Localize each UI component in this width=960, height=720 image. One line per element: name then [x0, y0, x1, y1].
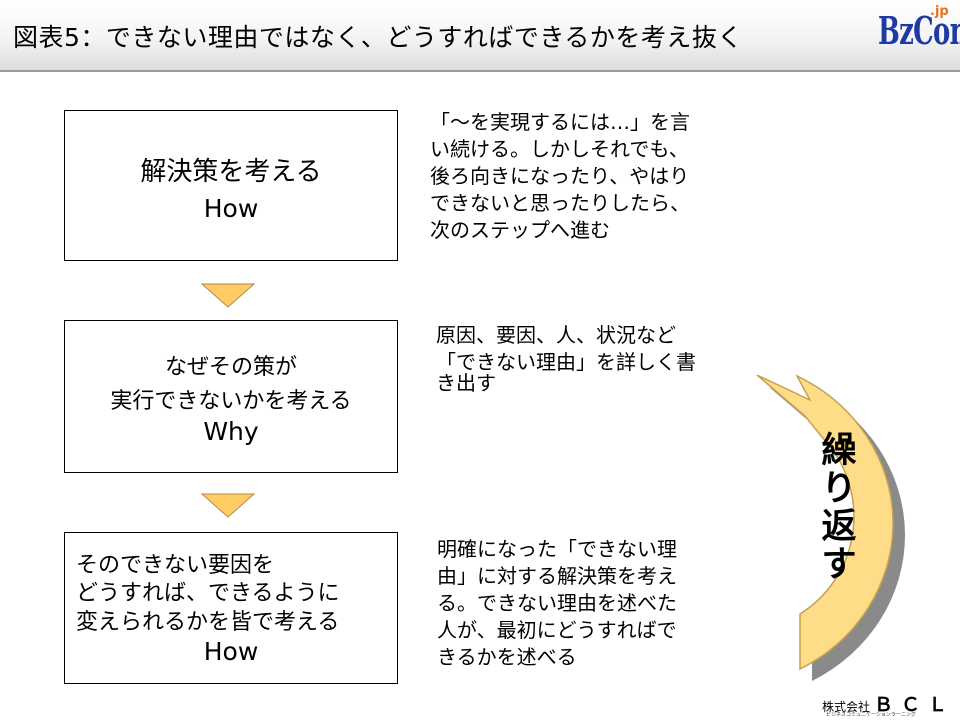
down-arrow-1	[200, 283, 256, 308]
step3-title-line3: 変えられるかを皆で考える	[76, 610, 340, 635]
step3-desc-line5: きるかを述べる	[437, 645, 577, 669]
bzcom-logo-suffix: .jp	[930, 4, 949, 19]
step3-desc-line4: 人が、最初にどうすればで	[437, 618, 677, 642]
step1-desc-line1: 「～を実現するには…」を言	[430, 110, 690, 134]
repeat-label-char2: り	[821, 469, 857, 509]
step2-title-line2: 実行できないかを考える	[110, 389, 352, 414]
bcl-company: 株式会社	[822, 700, 871, 714]
step1-desc-line2: い続ける。しかしそれでも、	[430, 137, 689, 161]
step3-description: 明確になった「できない理 由」に対する解決策を考え る。できない理由を述べた 人…	[437, 536, 677, 671]
repeat-label: 繰 り 返 す	[818, 432, 860, 584]
step3-box: そのできない要因を どうすれば、できるように 変えられるかを皆で考える How	[64, 532, 398, 684]
step2-box: なぜその策が 実行できないかを考える Why	[64, 320, 398, 473]
header-bar: 図表5：できない理由ではなく、どうすればできるかを考え抜く BzCom .jp	[0, 0, 960, 72]
step2-desc-line1: 原因、要因、人、状況など	[436, 323, 676, 347]
step1-box: 解決策を考える How	[64, 110, 398, 261]
repeat-label-char3: 返	[821, 507, 857, 547]
step3-english: How	[203, 637, 259, 666]
repeat-curved-arrow	[756, 374, 906, 681]
step3-desc-line3: る。できない理由を述べた	[437, 591, 677, 615]
page-title: 図表5：できない理由ではなく、どうすればできるかを考え抜く	[13, 23, 743, 52]
down-arrow-2	[200, 493, 256, 518]
step1-desc-line3: 後ろ向きになったり、やはり	[430, 164, 690, 188]
bcl-brand: ＢＣＬ	[874, 694, 956, 716]
bcl-tagline: ビジネスコミュニケーションラーニング	[826, 712, 916, 718]
step2-description: 原因、要因、人、状況など 「できない理由」を詳しく書 き出す	[436, 322, 696, 397]
step2-desc-line2: 「できない理由」を詳しく書	[436, 350, 696, 374]
repeat-label-char1: 繰	[821, 431, 857, 471]
repeat-label-char4: す	[821, 545, 857, 585]
step1-title: 解決策を考える	[140, 157, 322, 187]
bzcom-logo: BzCom	[878, 8, 960, 53]
step2-desc-line3: き出す	[436, 371, 496, 395]
down-arrow-1-shape	[200, 283, 256, 308]
down-arrow-2-shape	[200, 493, 256, 518]
step1-english: How	[203, 194, 259, 223]
step3-desc-line1: 明確になった「できない理	[437, 537, 677, 561]
step3-title-line1: そのできない要因を	[76, 553, 275, 578]
step1-description: 「～を実現するには…」を言 い続ける。しかしそれでも、 後ろ向きになったり、やは…	[430, 109, 690, 244]
step1-desc-line4: できないと思ったりしたら、	[430, 191, 690, 215]
step3-title-line2: どうすれば、できるように	[76, 581, 340, 606]
step2-english: Why	[203, 417, 259, 446]
repeat-arrow-body	[756, 374, 894, 671]
step1-desc-line5: 次のステップへ進む	[430, 218, 610, 242]
step2-title-line1: なぜその策が	[164, 355, 297, 380]
step3-desc-line2: 由」に対する解決策を考え	[437, 564, 677, 588]
